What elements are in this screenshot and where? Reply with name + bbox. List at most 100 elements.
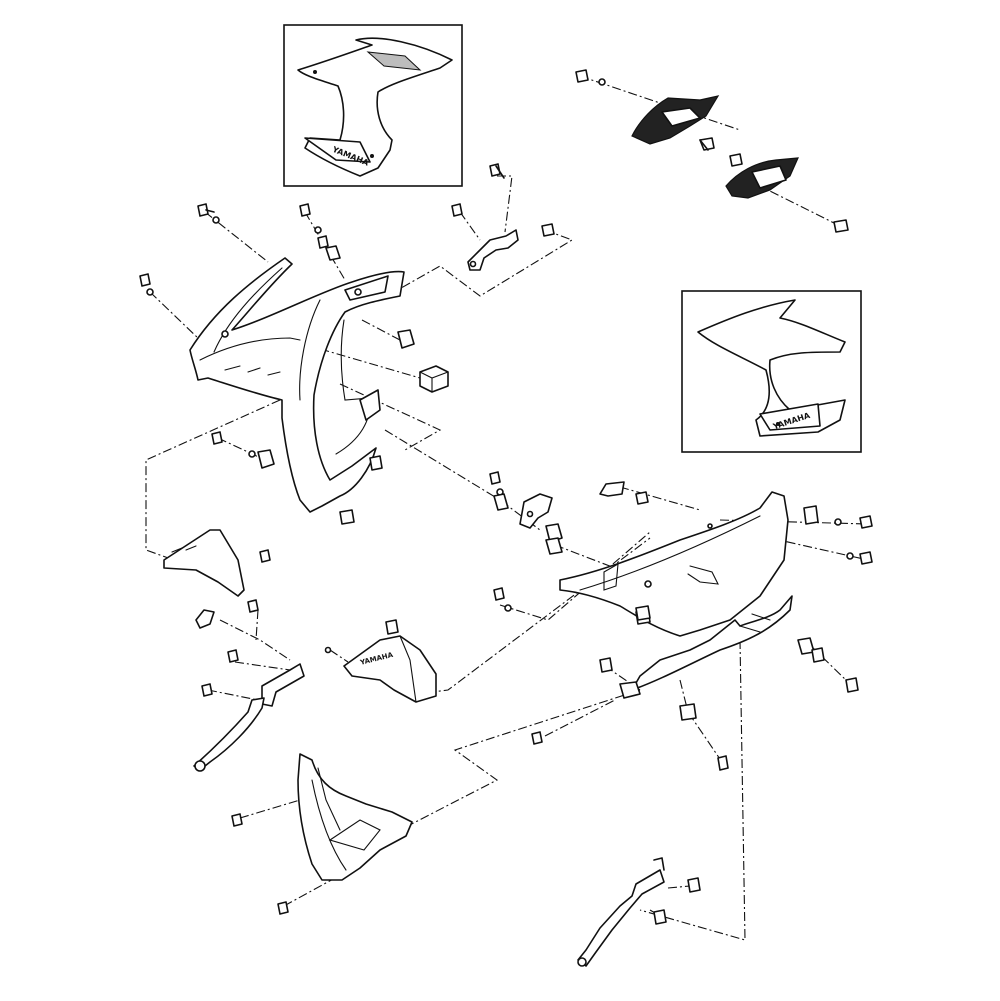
right-fairing — [559, 481, 789, 637]
center-lower-duct: YAMAHA — [343, 619, 437, 703]
rubber-block-body — [419, 365, 449, 393]
collar-30 — [811, 647, 825, 663]
right-lower-cowl — [619, 595, 793, 699]
under-cowl-seam — [317, 767, 341, 831]
right-fairing-shell — [559, 491, 789, 637]
bolt-19 — [493, 587, 505, 601]
leader-8 — [254, 329, 421, 379]
leader-28 — [544, 699, 616, 737]
bolt-14 — [575, 69, 589, 83]
bolt-16 — [635, 491, 649, 505]
grommet-13b — [545, 537, 563, 555]
bolt-29 — [717, 755, 729, 771]
washer-19 — [504, 604, 512, 612]
leader-23 — [255, 609, 259, 641]
washer-2 — [146, 288, 154, 296]
leader-35 — [667, 885, 691, 889]
leader-6 — [379, 229, 574, 301]
leader-16 — [619, 486, 701, 511]
inset-right-logo-panel — [759, 403, 821, 431]
left-upper-fairing-inner-seam — [335, 319, 371, 455]
inset-right: YAMAHA — [681, 290, 862, 453]
bolt-15 — [833, 219, 849, 233]
fasteners — [139, 69, 873, 925]
under-cowl-crease — [311, 779, 347, 871]
bolt-17 — [859, 515, 873, 529]
leader-32 — [399, 689, 641, 831]
under-cowl-opening — [328, 819, 381, 851]
washer-3 — [314, 226, 322, 234]
bolt-11 — [259, 549, 271, 563]
leader-13 — [554, 544, 621, 571]
bolt-2 — [139, 273, 151, 287]
leader-9 — [339, 383, 442, 451]
stay-arm-eye — [194, 760, 206, 772]
center-lower-duct-body — [343, 635, 437, 703]
middle-stay-body — [519, 493, 553, 529]
inset-right-bolt-hole — [776, 422, 780, 426]
leader-31 — [639, 639, 746, 941]
grommet-29 — [679, 703, 697, 721]
bolt-22 — [201, 683, 213, 697]
bolt-3 — [299, 203, 311, 217]
inset-upper-logo-panel — [304, 137, 371, 163]
right-fairing-bolt-hole-2 — [707, 523, 713, 529]
left-side-bracket — [163, 529, 259, 613]
bolt-30 — [845, 677, 859, 693]
leader-25 — [409, 537, 651, 696]
leader-7 — [361, 319, 401, 341]
bolt-4 — [451, 203, 463, 217]
lower-stay-rod-eye — [577, 957, 587, 967]
bolt-5-shaft — [495, 165, 505, 179]
inset-right-side-cowl — [697, 299, 846, 437]
grommet-upper-shaft — [699, 139, 709, 151]
duct-piece-lower — [725, 153, 799, 199]
left-upper-fairing-edge — [213, 267, 283, 353]
right-fairing-outline-dash — [687, 565, 719, 585]
duct-piece-upper-grommet — [699, 137, 715, 151]
nut-3 — [317, 235, 329, 249]
washer-17 — [834, 518, 842, 526]
leader-22 — [207, 689, 259, 701]
leader-29 — [679, 679, 723, 763]
left-upper-fairing-seam — [299, 299, 321, 401]
stay-arm-bracket — [261, 663, 305, 707]
under-cowl — [297, 753, 413, 881]
center-lower-duct-clip — [385, 619, 399, 635]
leader-2 — [149, 291, 201, 341]
right-fairing-crease — [579, 515, 761, 591]
bolt-12 — [489, 471, 501, 485]
left-upper-fairing-clip — [369, 455, 383, 471]
middle-stay-hole — [526, 510, 534, 518]
leader-21 — [234, 661, 291, 671]
leader-33 — [239, 799, 301, 819]
center-lower-duct-seam — [399, 635, 417, 703]
lower-stay-rod-body — [577, 869, 665, 967]
grommet-7 — [397, 329, 415, 349]
leader-5 — [497, 175, 513, 233]
bolt-18 — [859, 551, 873, 565]
inset-upper-bolt-hole — [313, 70, 317, 74]
grommet-17 — [803, 505, 819, 525]
upper-stay-bracket-body — [467, 229, 519, 271]
leader-20 — [219, 619, 291, 661]
upper-stay-bracket-hole — [469, 260, 477, 268]
washer-18 — [846, 552, 854, 560]
bolt-28 — [531, 731, 543, 745]
bolt-33 — [231, 813, 243, 827]
bolt-6 — [541, 223, 555, 237]
clip-26 — [635, 605, 651, 621]
under-cowl-shell — [297, 753, 413, 881]
duct-piece-upper-face — [661, 107, 701, 127]
left-upper-fairing-bracket — [359, 389, 381, 421]
rubber-block — [419, 365, 449, 393]
rubber-block-edges — [419, 371, 449, 393]
right-fairing-bracket — [599, 481, 625, 497]
stay-arm-rod — [193, 697, 265, 771]
leader-34 — [283, 877, 336, 907]
leader-30 — [809, 644, 851, 685]
bolt-36 — [653, 909, 667, 925]
stay-arm-clip — [195, 609, 215, 629]
left-fairing-logo: YAMAHA — [263, 351, 293, 358]
